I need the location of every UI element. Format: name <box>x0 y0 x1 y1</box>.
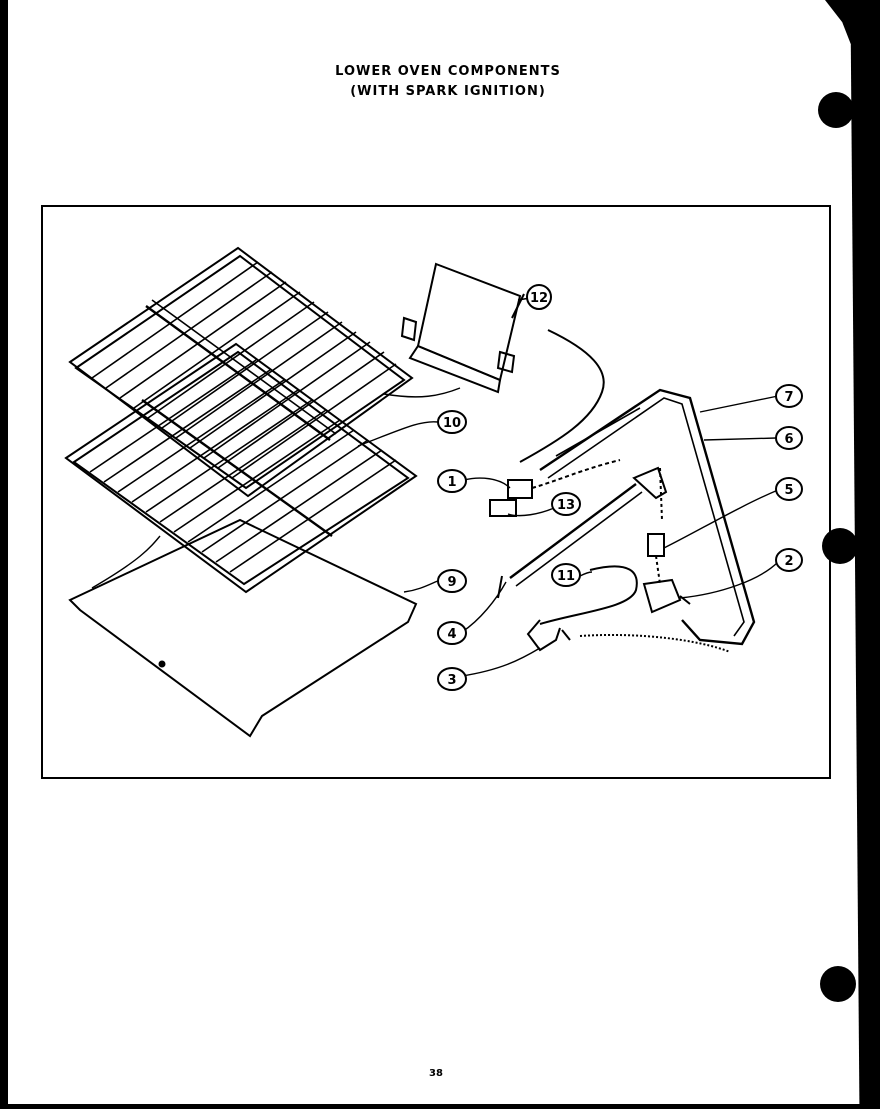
spark-module <box>400 262 605 463</box>
burner-tube-assembly <box>539 388 756 646</box>
svg-text:6: 6 <box>784 432 793 447</box>
binder-hole-top <box>818 92 854 128</box>
callout-2: 2 <box>775 548 803 572</box>
svg-text:7: 7 <box>784 390 793 405</box>
callout-7: 7 <box>775 384 803 408</box>
svg-text:13: 13 <box>557 498 575 513</box>
spark-igniter <box>489 459 621 517</box>
callout-5: 5 <box>775 477 803 501</box>
svg-text:1: 1 <box>447 475 456 490</box>
diagram-title: LOWER OVEN COMPONENTS <box>335 64 561 79</box>
svg-text:9: 9 <box>447 575 456 590</box>
callout-6: 6 <box>775 426 803 450</box>
diagram-subtitle: (WITH SPARK IGNITION) <box>350 84 546 99</box>
svg-text:3: 3 <box>447 673 456 688</box>
callout-12: 12 <box>526 284 552 310</box>
binder-hole-bottom <box>820 966 856 1002</box>
leader-lines <box>91 297 779 677</box>
svg-text:5: 5 <box>784 483 793 498</box>
callout-circles: 12 10 1 13 9 11 4 3 <box>437 284 803 691</box>
callout-4: 4 <box>437 621 467 645</box>
callout-9: 9 <box>437 569 467 593</box>
page-sheet <box>8 0 860 1104</box>
burner-tube <box>497 466 668 599</box>
lower-oven-rack <box>64 342 418 594</box>
callout-13: 13 <box>551 492 581 516</box>
svg-text:4: 4 <box>447 627 456 642</box>
binder-hole-middle <box>822 528 858 564</box>
oven-bottom-panel <box>68 518 418 738</box>
callout-10: 10 <box>437 410 467 434</box>
svg-text:10: 10 <box>443 416 461 431</box>
svg-text:2: 2 <box>784 554 793 569</box>
gas-valve <box>642 533 691 614</box>
svg-text:11: 11 <box>557 569 575 584</box>
spark-wire <box>526 565 731 653</box>
callout-11: 11 <box>551 563 581 587</box>
callout-3: 3 <box>437 667 467 691</box>
page-number: 38 <box>429 1068 443 1079</box>
callout-1: 1 <box>437 469 467 493</box>
upper-oven-rack <box>68 246 414 498</box>
svg-text:12: 12 <box>530 291 548 306</box>
diagram-frame <box>41 205 831 779</box>
